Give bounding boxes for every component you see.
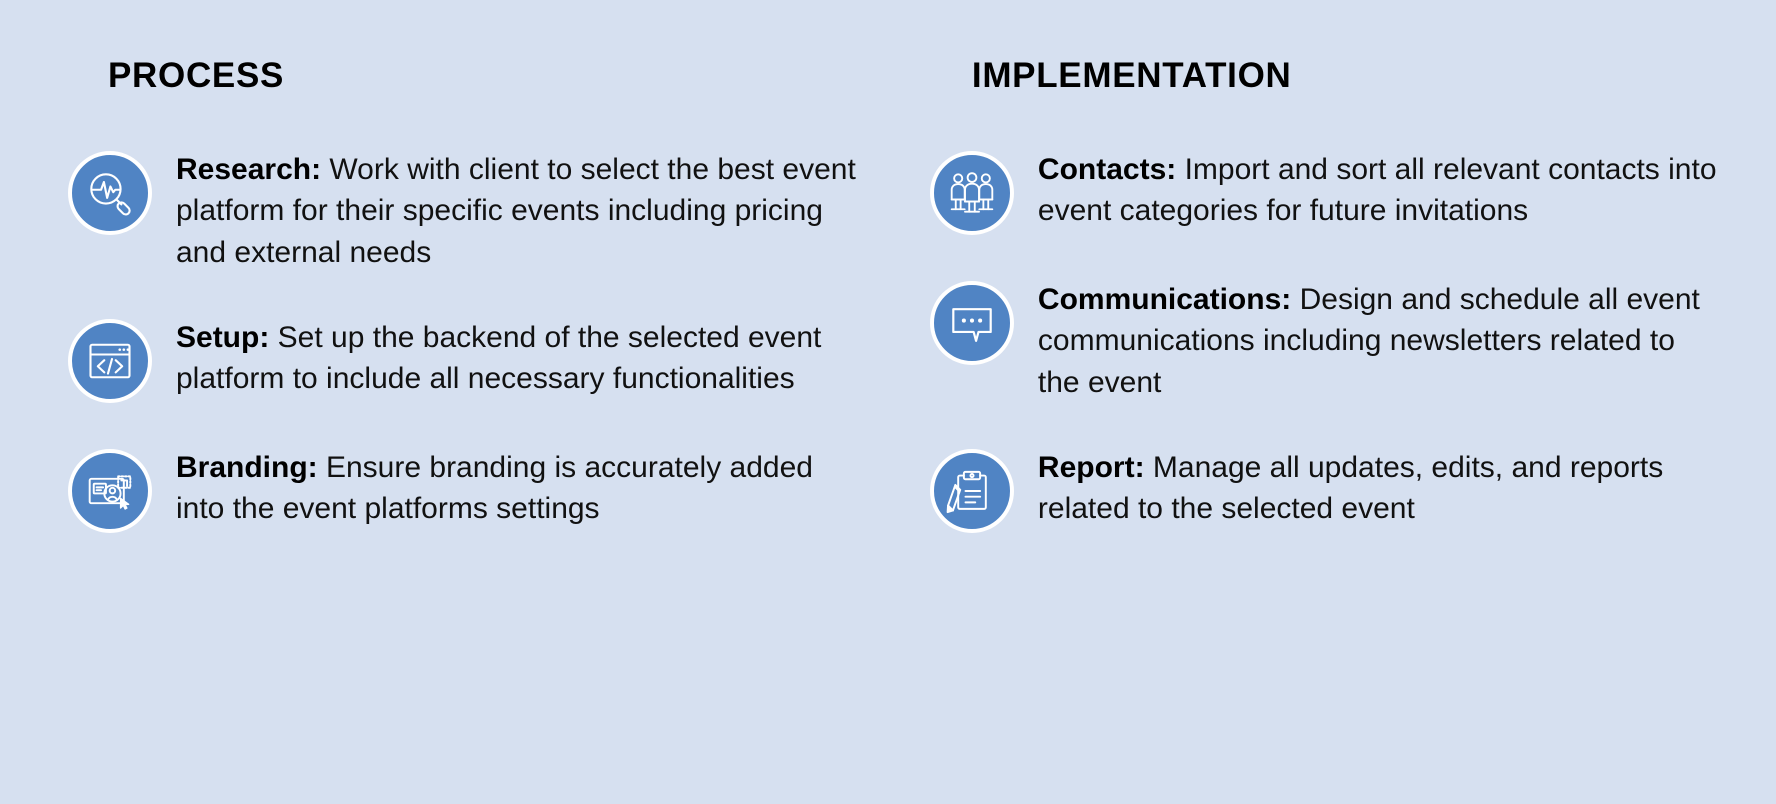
list-item-text: Setup: Set up the backend of the selecte… (176, 315, 866, 400)
browser-code-icon (68, 318, 152, 403)
list-item-lead: Branding: (176, 450, 318, 484)
list-item-body: Import and sort all relevant contacts in… (1037, 152, 1717, 228)
list-item-text: Branding: Ensure branding is accurately … (176, 445, 866, 530)
branding-screen-icon (68, 448, 152, 533)
list-item: Branding: Ensure branding is accurately … (68, 445, 925, 533)
magnifier-pulse-icon (68, 150, 152, 235)
list-item-lead: Report: (1037, 450, 1145, 484)
list-item-body: Work with client to select the best even… (176, 152, 856, 269)
list-item-lead: Research: (176, 152, 322, 186)
three-people-icon (929, 150, 1014, 235)
list-item: Contacts: Import and sort all relevant c… (929, 147, 1736, 235)
list-item-body: Design and schedule all event communicat… (1037, 282, 1700, 399)
list-item-body: Manage all updates, edits, and reports r… (1037, 450, 1664, 526)
list-item: Setup: Set up the backend of the selecte… (68, 315, 925, 403)
list-item-body: Set up the backend of the selected event… (176, 320, 822, 396)
column-process: PROCESS Research: Work with client to se… (40, 56, 925, 804)
speech-bubble-dots-icon (929, 280, 1014, 365)
column-heading-implementation: IMPLEMENTATION (971, 56, 1292, 95)
list-item: Communications: Design and schedule all … (929, 277, 1736, 403)
list-item-body: Ensure branding is accurately added into… (176, 450, 813, 526)
column-heading-process: PROCESS (108, 56, 285, 95)
list-item-lead: Contacts: (1037, 152, 1177, 186)
list-item: Report: Manage all updates, edits, and r… (929, 445, 1736, 533)
list-item-lead: Setup: (176, 320, 270, 354)
list-item-text: Communications: Design and schedule all … (1038, 277, 1718, 403)
column-implementation: IMPLEMENTATION (925, 56, 1736, 804)
list-item-text: Contacts: Import and sort all relevant c… (1038, 147, 1718, 232)
clipboard-pencil-icon (929, 448, 1014, 533)
list-item: Research: Work with client to select the… (68, 147, 925, 273)
list-item-lead: Communications: (1037, 282, 1292, 316)
list-item-text: Report: Manage all updates, edits, and r… (1038, 445, 1718, 530)
list-item-text: Research: Work with client to select the… (176, 147, 866, 273)
